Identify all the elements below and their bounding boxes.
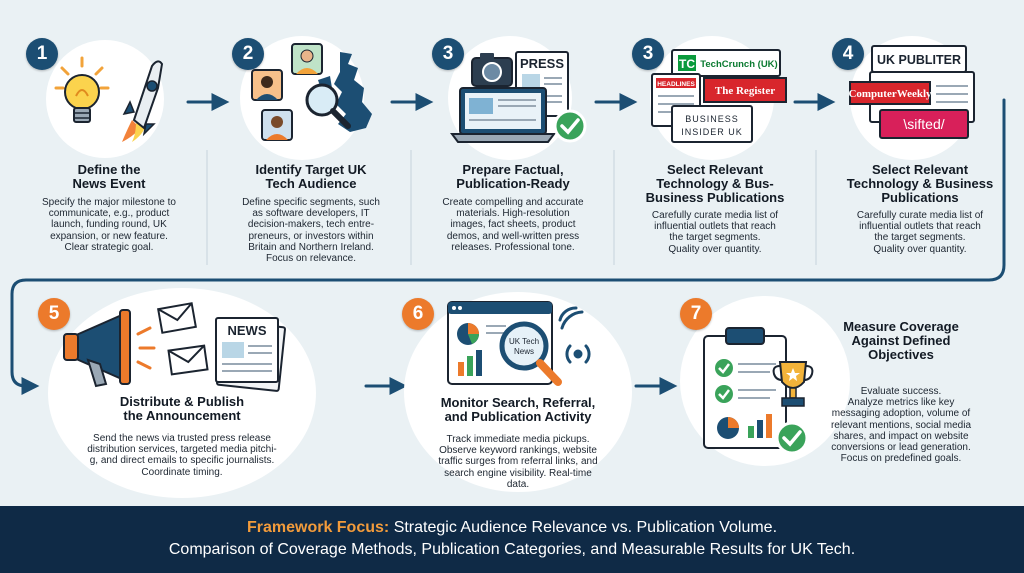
step6-illustration: NEWS	[63, 302, 286, 392]
step1-description: Specify the major milestone to communica…	[42, 197, 176, 253]
step5-badge: 4	[832, 38, 864, 70]
step6-badge: 5	[38, 298, 70, 330]
step4-illustration: TC TechCrunch (UK) HEADLINES The Registe…	[651, 49, 787, 143]
rocket-icon	[122, 60, 164, 142]
step4-title: Select Relevant Technology & Bus- Busine…	[645, 162, 785, 205]
svg-text:BUSINESS: BUSINESS	[685, 114, 739, 124]
envelope-icon	[167, 344, 209, 376]
check-icon	[553, 109, 587, 143]
step2-title: Identify Target UK Tech Audience	[255, 162, 367, 191]
avatar-icon	[261, 109, 293, 141]
signal-icon	[565, 344, 591, 364]
svg-text:PRESS: PRESS	[520, 56, 564, 71]
step2-description: Define specific segments, such as softwa…	[242, 197, 380, 265]
magnifier-icon	[305, 83, 351, 129]
svg-text:INSIDER UK: INSIDER UK	[681, 127, 743, 137]
svg-text:News: News	[514, 347, 534, 356]
megaphone-icon	[63, 309, 156, 388]
step1-title: Define the News Event	[72, 162, 146, 191]
step5-title: Select Relevant Technology & Business Pu…	[846, 162, 994, 205]
svg-text:TC: TC	[679, 57, 695, 71]
trophy-icon	[772, 361, 814, 407]
step7-badge: 6	[402, 298, 434, 330]
footer-text-1: Strategic Audience Relevance vs. Publica…	[393, 519, 778, 536]
step7-description: Track immediate media pickups. Observe k…	[438, 434, 598, 490]
svg-text:UK Tech: UK Tech	[509, 337, 539, 346]
laptop-icon	[450, 87, 556, 143]
step3-badge: 3	[432, 38, 464, 70]
step4-badge: 3	[632, 38, 664, 70]
footer-line-1: Framework Focus: Strategic Audience Rele…	[0, 519, 1024, 537]
wifi-icon	[558, 306, 584, 330]
step3-illustration: PRESS	[450, 51, 587, 143]
svg-text:HEADLINES: HEADLINES	[657, 81, 695, 88]
step4-description: Carefully curate media list of influenti…	[651, 210, 779, 255]
avatar-icon	[291, 43, 323, 75]
step5-description: Carefully curate media list of influenti…	[856, 210, 984, 255]
newspaper-icon: NEWS	[215, 317, 286, 392]
envelope-icon	[157, 302, 197, 334]
step7-illustration: UK Tech News	[447, 301, 591, 386]
svg-text:UK PUBLITER: UK PUBLITER	[877, 53, 961, 67]
svg-text:TechCrunch (UK): TechCrunch (UK)	[700, 59, 777, 70]
magnifier-icon: UK Tech News	[499, 321, 562, 386]
step8-badge: 7	[680, 298, 712, 330]
step6-title: Distribute & Publish the Announcement	[119, 394, 245, 423]
step2-illustration	[251, 43, 372, 141]
footer-label: Framework Focus:	[246, 519, 390, 536]
step3-title: Prepare Factual, Publication-Ready	[456, 162, 570, 191]
step3-description: Create compelling and accurate materials…	[442, 197, 584, 253]
step8-title: Measure Coverage Against Defined Objecti…	[843, 319, 959, 362]
check-icon	[775, 421, 809, 455]
step5-illustration: UK PUBLITER ComputerWeekly \sifted/	[848, 45, 975, 139]
svg-text:The Register: The Register	[715, 85, 775, 97]
step2-badge: 2	[232, 38, 264, 70]
svg-text:ComputerWeekly: ComputerWeekly	[848, 88, 932, 100]
clipboard-icon	[703, 327, 787, 449]
step6-description: Send the news via trusted press release …	[87, 433, 277, 478]
step1-badge: 1	[26, 38, 58, 70]
svg-text:\sifted/: \sifted/	[903, 116, 944, 132]
arrow-wrap	[10, 98, 1006, 395]
camera-icon	[471, 53, 513, 87]
footer-line-2: Comparison of Coverage Methods, Publicat…	[168, 541, 856, 558]
step7-title: Monitor Search, Referral, and Publicatio…	[440, 395, 596, 424]
step8-description: Evaluate success. Analyze metrics like k…	[830, 386, 972, 465]
footer-banner: Framework Focus: Strategic Audience Rele…	[0, 506, 1024, 573]
step1-illustration	[54, 56, 164, 142]
lightbulb-icon	[54, 56, 110, 123]
step8-illustration	[703, 327, 814, 455]
avatar-icon	[251, 69, 283, 101]
svg-text:NEWS: NEWS	[228, 323, 267, 338]
